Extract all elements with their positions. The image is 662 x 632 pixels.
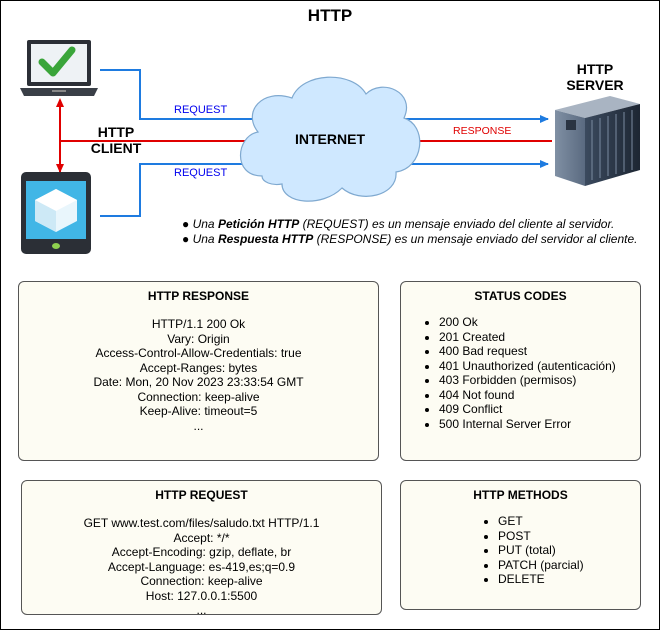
- tablet-icon: [21, 172, 91, 254]
- response-line-text: Accept-Ranges: bytes: [139, 360, 258, 375]
- status-code-item: 200 Ok: [439, 315, 640, 330]
- request-label-top: REQUEST: [174, 104, 228, 116]
- status-codes-title: STATUS CODES: [474, 289, 567, 303]
- http-response-title: HTTP RESPONSE: [147, 289, 250, 303]
- request-line-text: GET www.test.com/files/saludo.txt HTTP/1…: [83, 516, 320, 530]
- request-line-text: Accept: */*: [173, 530, 230, 545]
- http-method-item: POST: [498, 529, 640, 544]
- http-response-box: HTTP RESPONSE HTTP/1.1 200 Ok Vary: Orig…: [18, 281, 379, 461]
- request-line-text: ...: [196, 603, 207, 617]
- status-code-item: 404 Not found: [439, 388, 640, 403]
- status-codes-list: 200 Ok 201 Created 400 Bad request 401 U…: [401, 315, 640, 431]
- internet-label: INTERNET: [295, 131, 365, 147]
- http-request-title: HTTP REQUEST: [155, 488, 248, 502]
- http-client-label: HTTP CLIENT: [76, 124, 156, 156]
- client-label-line1: HTTP: [97, 124, 135, 140]
- http-methods-list: GET POST PUT (total) PATCH (parcial) DEL…: [401, 514, 640, 587]
- http-response-lines: HTTP/1.1 200 Ok Vary: Origin Access-Cont…: [19, 317, 378, 433]
- status-codes-box: STATUS CODES 200 Ok 201 Created 400 Bad …: [400, 281, 641, 461]
- http-request-lines: GET www.test.com/files/saludo.txt HTTP/1…: [22, 516, 381, 618]
- notes: ● Una Petición HTTP (REQUEST) es un mens…: [182, 217, 642, 246]
- response-line-text: ...: [193, 418, 204, 433]
- response-label: RESPONSE: [453, 125, 512, 137]
- http-methods-title: HTTP METHODS: [473, 488, 568, 502]
- server-label-line2: SERVER: [566, 77, 624, 93]
- response-line-text: HTTP/1.1 200 Ok: [151, 317, 246, 331]
- note-request: ● Una Petición HTTP (REQUEST) es un mens…: [182, 217, 615, 231]
- http-method-item: PUT (total): [498, 543, 640, 558]
- status-code-item: 201 Created: [439, 330, 640, 345]
- response-line-text: Connection: keep-alive: [137, 389, 260, 404]
- response-line-text: Keep-Alive: timeout=5: [139, 404, 258, 418]
- client-label-line2: CLIENT: [90, 140, 142, 156]
- response-line-text: Vary: Origin: [167, 331, 230, 346]
- http-methods-box: HTTP METHODS GET POST PUT (total) PATCH …: [400, 480, 641, 610]
- status-code-item: 401 Unauthorized (autenticación): [439, 359, 640, 374]
- http-method-item: DELETE: [498, 572, 640, 587]
- diagram-title: HTTP: [307, 6, 353, 25]
- cloud-icon: [239, 76, 421, 202]
- response-line-text: Access-Control-Allow-Credentials: true: [95, 346, 302, 360]
- http-request-box: HTTP REQUEST GET www.test.com/files/salu…: [21, 480, 382, 618]
- http-server-label: HTTP SERVER: [555, 61, 635, 93]
- request-label-bottom: REQUEST: [174, 167, 228, 179]
- http-method-item: GET: [498, 514, 640, 529]
- server-label-line1: HTTP: [576, 61, 614, 77]
- server-icon: [555, 96, 640, 186]
- request-line-text: Host: 127.0.0.1:5500: [145, 588, 258, 603]
- request-line-text: Accept-Language: es-419,es;q=0.9: [107, 559, 296, 574]
- status-code-item: 500 Internal Server Error: [439, 417, 640, 432]
- request-line-text: Accept-Encoding: gzip, deflate, br: [111, 545, 292, 559]
- note-response: ● Una Respuesta HTTP (RESPONSE) es un me…: [182, 231, 638, 246]
- status-code-item: 400 Bad request: [439, 344, 640, 359]
- status-code-item: 403 Forbidden (permisos): [439, 373, 640, 388]
- laptop-check-icon: [20, 40, 98, 96]
- status-code-item: 409 Conflict: [439, 402, 640, 417]
- http-method-item: PATCH (parcial): [498, 558, 640, 573]
- request-line-text: Connection: keep-alive: [140, 574, 263, 588]
- response-line-text: Date: Mon, 20 Nov 2023 23:33:54 GMT: [93, 375, 304, 389]
